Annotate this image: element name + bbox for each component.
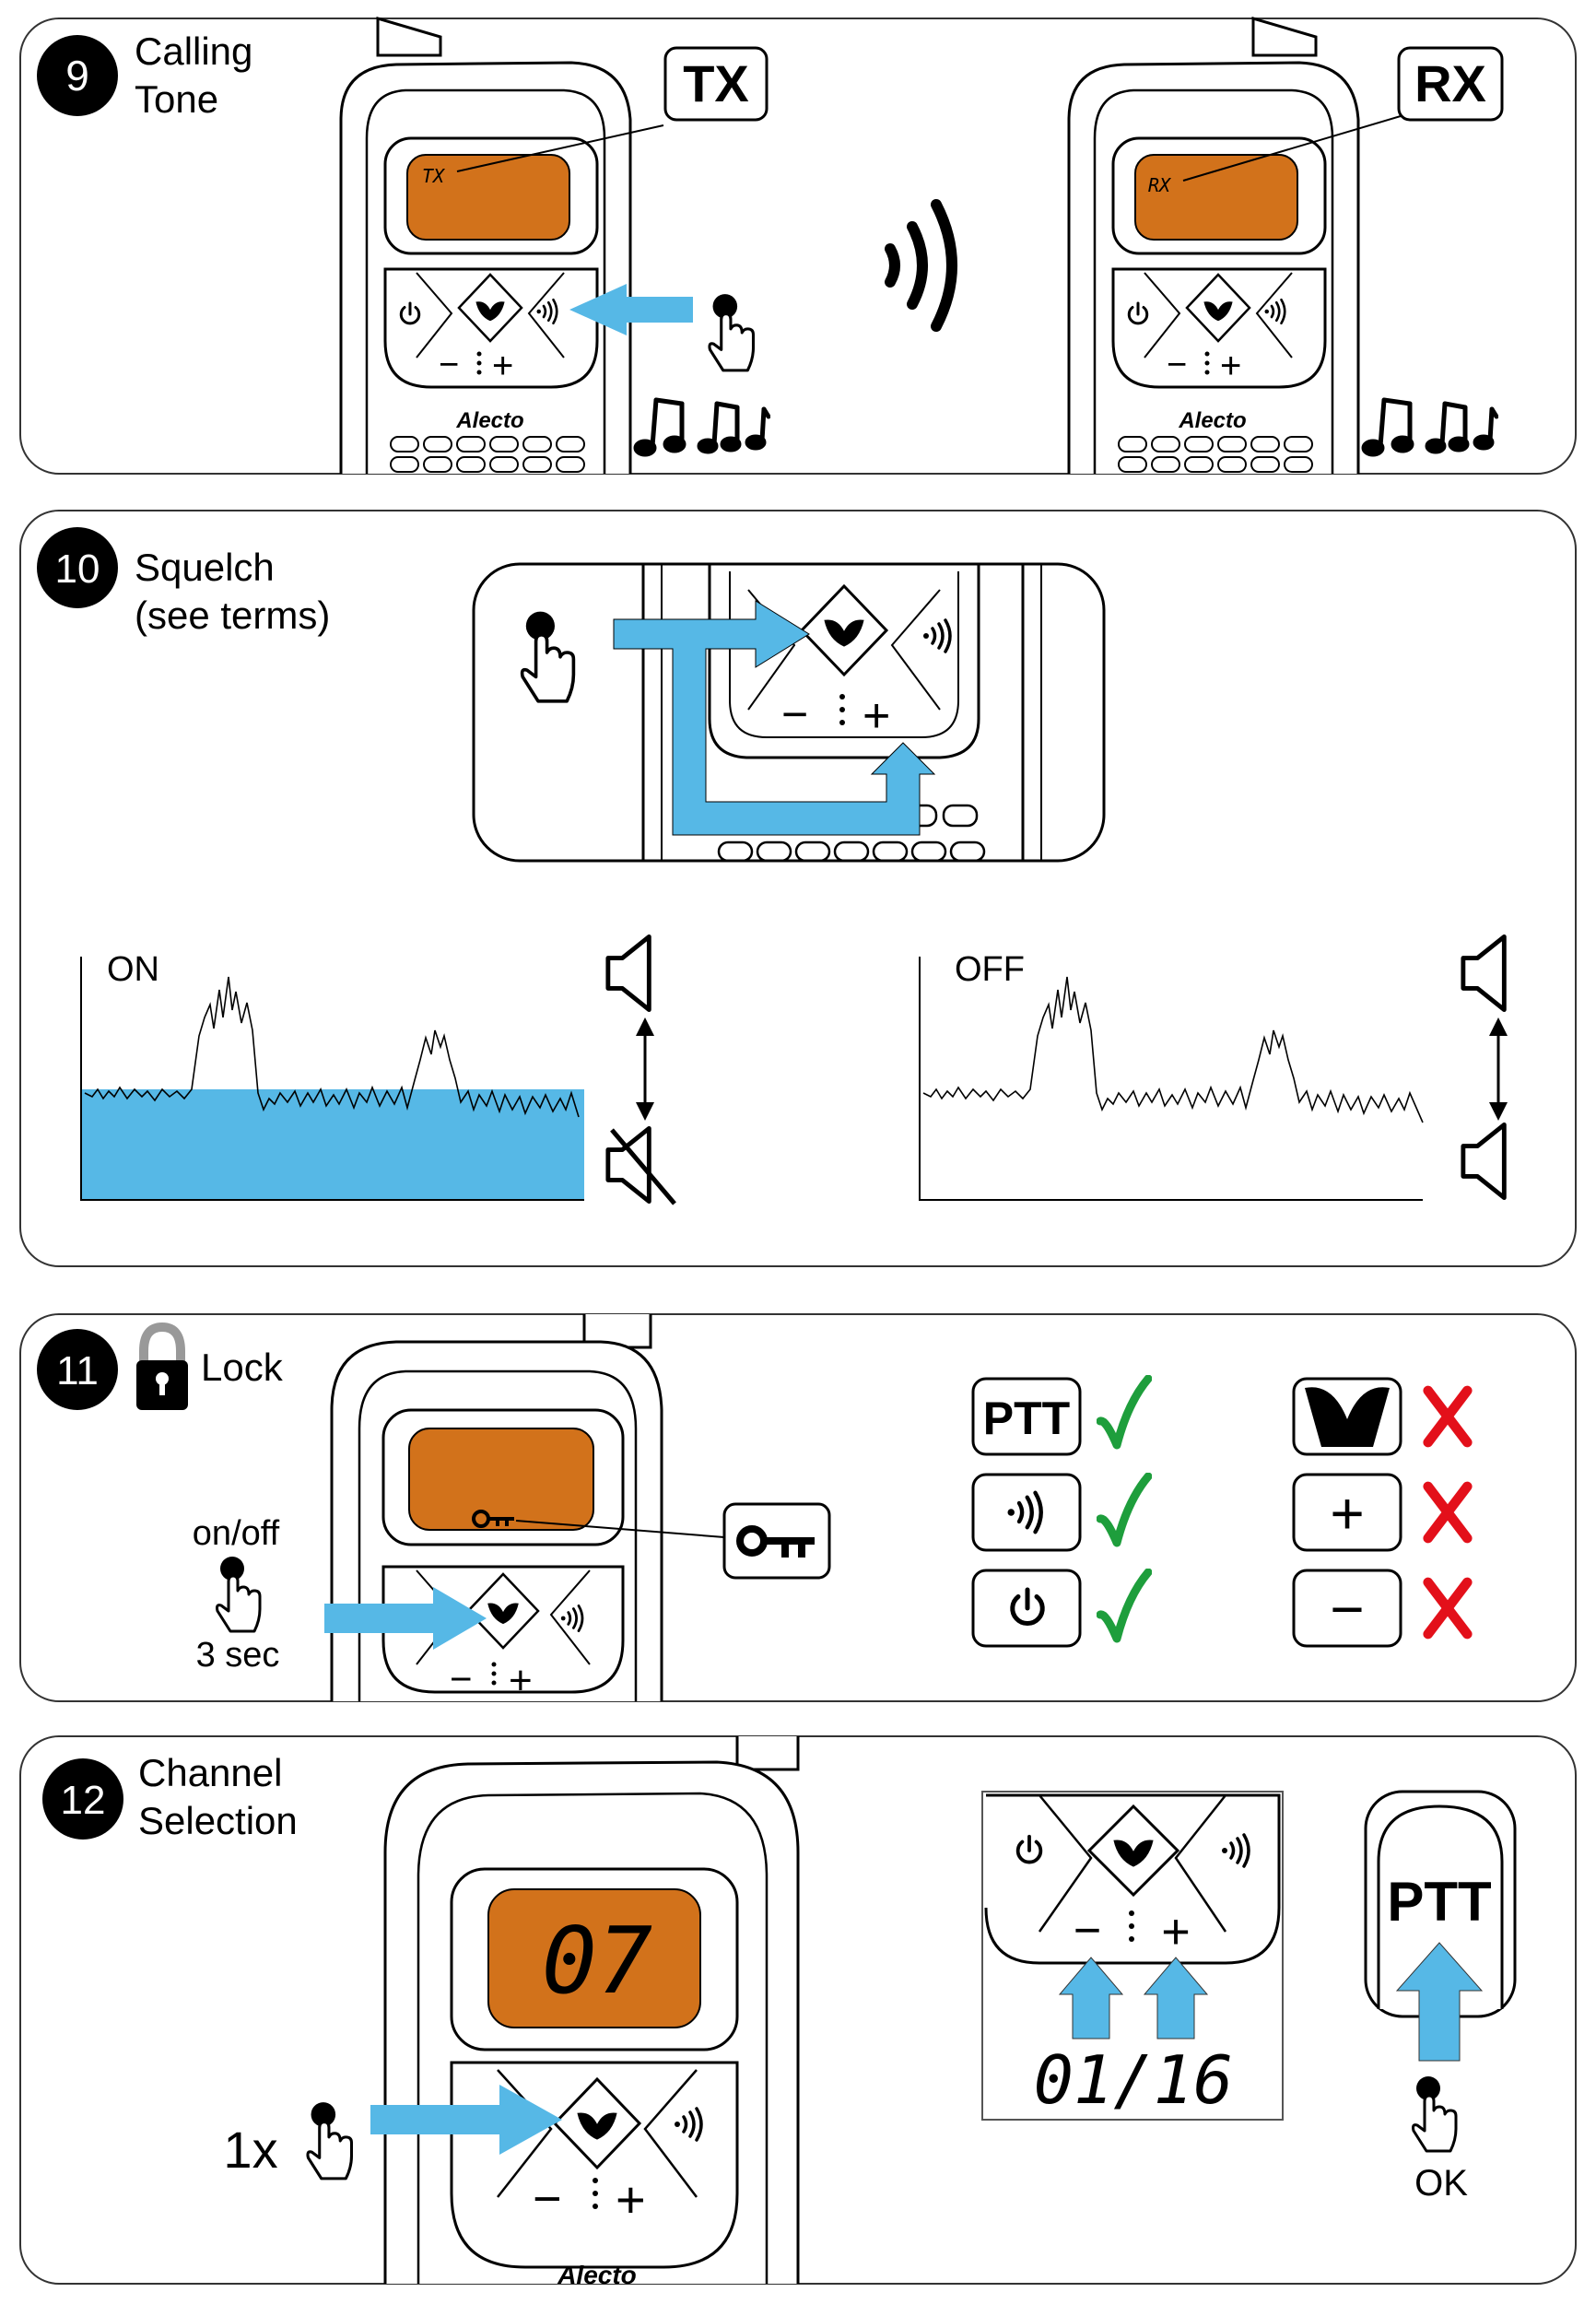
ptt-key <box>971 1377 1082 1456</box>
press-label: on/off <box>193 1514 280 1553</box>
svg-text:−: − <box>533 2171 562 2227</box>
svg-text:−: − <box>1167 346 1187 384</box>
section-squelch: 10 Squelch (see terms) − + <box>19 510 1577 1267</box>
brand-logo: Alecto <box>455 408 523 433</box>
waves-icon <box>885 199 957 332</box>
section-title-line2: Tone <box>135 77 218 121</box>
section-channel-selection: 12 Channel Selection 07 − + Alecto 1x <box>19 1735 1577 2289</box>
minus-button[interactable]: − <box>439 346 459 384</box>
press-count: 1x <box>223 2121 277 2179</box>
ptt-detail: PTT OK <box>1364 1790 1517 2204</box>
minus-button[interactable]: − <box>1074 1904 1101 1957</box>
svg-text:+: + <box>863 689 890 743</box>
plus-button[interactable]: + <box>492 346 513 386</box>
rx-label-box <box>1397 46 1504 122</box>
tx-label-box <box>663 46 769 122</box>
up-arrow <box>1143 1957 1209 2040</box>
plus-button[interactable]: + <box>1161 1904 1191 1959</box>
svg-text:+: + <box>616 2170 646 2228</box>
section-lock: 11 Lock − + <box>19 1313 1577 1703</box>
lcd-key-icon <box>472 1510 514 1528</box>
rx-radio: RX − + Alecto <box>1067 16 1402 474</box>
step-number: 12 <box>61 1778 106 1823</box>
squelch-arrow <box>613 600 936 836</box>
step-number: 11 <box>56 1348 99 1393</box>
svg-text:−: − <box>781 688 808 740</box>
section-title-line1: Channel <box>138 1751 282 1794</box>
call-key <box>971 1473 1082 1552</box>
brand-logo: Alecto <box>1178 408 1246 433</box>
section-calling-tone: 9 Calling Tone TX − + Alecto <box>19 16 1577 475</box>
svg-text:−: − <box>450 1657 473 1700</box>
section-title-line1: Calling <box>135 29 252 73</box>
section-title-line2: (see terms) <box>135 594 330 637</box>
tx-display-text: TX <box>422 165 446 187</box>
channel-display: 07 <box>542 1907 652 2015</box>
padlock-icon <box>136 1322 188 1410</box>
section-title-line1: Squelch <box>135 546 275 589</box>
speaker-muted-icon <box>608 1128 676 1205</box>
allowed-keys: PTT <box>971 1377 1148 1648</box>
blocked-keys: + − <box>1292 1377 1467 1648</box>
brand-logo: Alecto <box>557 2261 637 2289</box>
step-number-badge <box>37 527 118 608</box>
graph-off-label: OFF <box>955 950 1025 989</box>
ptt-button[interactable]: PTT <box>1387 1871 1491 1933</box>
channel-range: 01/16 <box>1034 2041 1234 2119</box>
squelch-on-graph: ON <box>80 950 584 1201</box>
tx-radio: TX − + Alecto <box>339 16 664 474</box>
up-arrow <box>1058 1957 1124 2040</box>
duration-label: 3 sec <box>196 1636 280 1675</box>
step-number: 9 <box>65 52 89 100</box>
squelch-off-graph: OFF <box>919 950 1424 1201</box>
press-arrow <box>324 1587 487 1650</box>
rx-label: RX <box>1414 54 1486 112</box>
section-title: Lock <box>201 1346 284 1389</box>
step-number: 10 <box>55 547 100 592</box>
section-title-line2: Selection <box>138 1799 298 1842</box>
minus-key-label: − <box>1330 1576 1364 1642</box>
ptt-key-label: PTT <box>983 1393 1070 1444</box>
step-number-badge <box>37 1329 118 1410</box>
ok-label: OK <box>1414 2163 1468 2204</box>
step-number-badge <box>42 1758 123 1840</box>
keypad-zoom: − + <box>472 562 1106 863</box>
menu-icon <box>1305 1387 1390 1447</box>
graph-on-label: ON <box>107 950 159 989</box>
minus-key <box>1292 1569 1402 1648</box>
step-number-badge <box>37 35 118 116</box>
channel-radio: 07 − + Alecto <box>383 1736 800 2289</box>
svg-text:+: + <box>1220 346 1241 386</box>
toggle-arrow <box>636 1017 654 1121</box>
up-arrow <box>1395 1942 1484 2062</box>
tx-label: TX <box>683 54 749 112</box>
keypad-detail: − + 01/16 <box>981 1791 1284 2121</box>
plus-key-label: + <box>1330 1480 1364 1546</box>
key-icon <box>736 1525 815 1558</box>
press-arrow <box>370 2085 562 2155</box>
svg-text:+: + <box>509 1658 533 1703</box>
plus-key <box>1292 1473 1402 1552</box>
toggle-arrow <box>1489 1017 1508 1121</box>
rx-display-text: RX <box>1148 174 1172 196</box>
press-arrow <box>569 284 693 335</box>
